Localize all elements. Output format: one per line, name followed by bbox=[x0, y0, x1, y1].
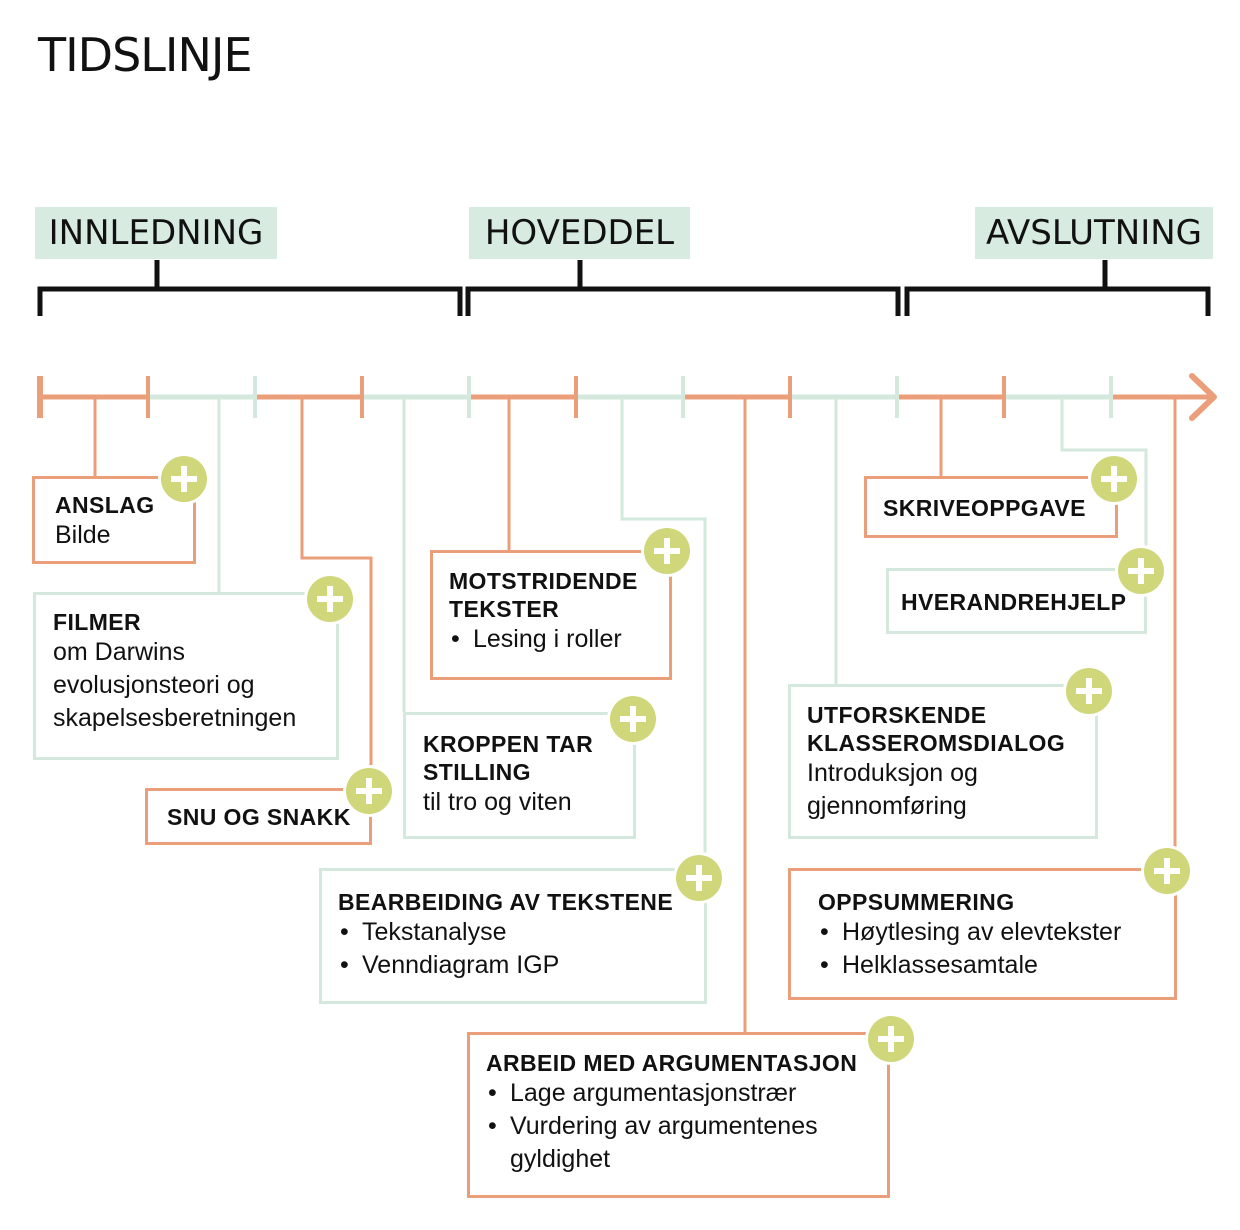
phase-brackets bbox=[37, 260, 1211, 316]
bullet-item: Lage argumentasjonstrær bbox=[486, 1077, 856, 1110]
activity-text: Bilde bbox=[55, 521, 111, 549]
connector-bearbeiding bbox=[620, 399, 707, 868]
activity-heading: UTFORSKENDE bbox=[807, 702, 987, 728]
activity-snu-og-snakk: SNU OG SNAKK bbox=[145, 788, 372, 845]
plus-icon[interactable] bbox=[1091, 456, 1137, 502]
activity-heading: HVERANDREHJELP bbox=[901, 589, 1127, 615]
bullet-item: Venndiagram IGP bbox=[338, 949, 704, 982]
activity-heading: SNU OG SNAKK bbox=[167, 804, 351, 830]
activity-heading: STILLING bbox=[423, 759, 531, 785]
bracket-innledning bbox=[37, 260, 463, 316]
activity-heading: FILMER bbox=[53, 609, 141, 635]
activity-skriveoppgave: SKRIVEOPPGAVE bbox=[864, 476, 1118, 538]
bullet-list: Tekstanalyse Venndiagram IGP bbox=[338, 916, 704, 982]
plus-icon[interactable] bbox=[644, 528, 690, 574]
arrow-right-icon bbox=[1189, 373, 1217, 421]
bullet-list: Lesing i roller bbox=[449, 623, 669, 656]
activity-utforskende-klasseromsdialog: UTFORSKENDE KLASSEROMSDIALOG Introduksjo… bbox=[788, 684, 1098, 839]
bullet-item: Tekstanalyse bbox=[338, 916, 704, 949]
activity-kroppen-tar-stilling: KROPPEN TAR STILLING til tro og viten bbox=[403, 712, 636, 839]
timeline-axis bbox=[40, 373, 1217, 421]
activity-text: Introduksjon og bbox=[807, 759, 978, 787]
activity-text: gjennomføring bbox=[807, 792, 967, 820]
bullet-item: Helklassesamtale bbox=[818, 949, 1174, 982]
activity-heading: MOTSTRIDENDE bbox=[449, 568, 638, 594]
timeline-ticks bbox=[37, 376, 1113, 418]
plus-icon[interactable] bbox=[1118, 548, 1164, 594]
plus-icon[interactable] bbox=[676, 855, 722, 901]
bullet-item: Vurdering av argumentenes gyldighet bbox=[486, 1110, 856, 1176]
activity-filmer: FILMER om Darwins evolusjonsteori og ska… bbox=[33, 592, 339, 760]
activity-text: evolusjonsteori og bbox=[53, 671, 255, 699]
activity-arbeid-med-argumentasjon: ARBEID MED ARGUMENTASJON Lage argumentas… bbox=[467, 1032, 890, 1198]
page-title: TIDSLINJE bbox=[38, 28, 253, 82]
activity-heading: ANSLAG bbox=[55, 492, 155, 518]
connector-lines bbox=[93, 399, 1177, 1032]
activity-motstridende-tekster: MOTSTRIDENDE TEKSTER Lesing i roller bbox=[430, 550, 672, 680]
bracket-hoveddel bbox=[465, 260, 901, 316]
activity-text: om Darwins bbox=[53, 638, 185, 666]
plus-icon[interactable] bbox=[1144, 848, 1190, 894]
bullet-list: Høytlesing av elevtekster Helklassesamta… bbox=[818, 916, 1174, 982]
activity-bearbeiding-av-tekstene: BEARBEIDING AV TEKSTENE Tekstanalyse Ven… bbox=[319, 868, 707, 1004]
plus-icon[interactable] bbox=[161, 456, 207, 502]
plus-icon[interactable] bbox=[868, 1016, 914, 1062]
connector-hverandrehjelp bbox=[1060, 399, 1148, 568]
plus-icon[interactable] bbox=[307, 576, 353, 622]
activity-text: skapelsesberetningen bbox=[53, 704, 297, 732]
activity-heading: KROPPEN TAR bbox=[423, 731, 594, 757]
activity-hverandrehjelp: HVERANDREHJELP bbox=[886, 568, 1147, 634]
activity-oppsummering: OPPSUMMERING Høytlesing av elevtekster H… bbox=[788, 868, 1177, 1000]
phase-label-hoveddel: HOVEDDEL bbox=[469, 207, 690, 259]
activity-heading: SKRIVEOPPGAVE bbox=[883, 495, 1086, 521]
bullet-item: Høytlesing av elevtekster bbox=[818, 916, 1174, 949]
activity-heading: ARBEID MED ARGUMENTASJON bbox=[486, 1050, 858, 1076]
phase-label-innledning: INNLEDNING bbox=[35, 207, 277, 259]
activity-text: til tro og viten bbox=[423, 788, 572, 816]
phase-label-avslutning: AVSLUTNING bbox=[975, 207, 1213, 259]
connector-snu bbox=[300, 399, 373, 788]
activity-heading: TEKSTER bbox=[449, 596, 560, 622]
activity-heading: BEARBEIDING AV TEKSTENE bbox=[338, 889, 674, 915]
bullet-list: Lage argumentasjonstrær Vurdering av arg… bbox=[486, 1077, 856, 1176]
activity-heading: KLASSEROMSDIALOG bbox=[807, 730, 1066, 756]
activity-heading: OPPSUMMERING bbox=[818, 889, 1015, 915]
bracket-avslutning bbox=[904, 260, 1211, 316]
plus-icon[interactable] bbox=[346, 768, 392, 814]
bullet-item: Lesing i roller bbox=[449, 623, 669, 656]
plus-icon[interactable] bbox=[1066, 668, 1112, 714]
plus-icon[interactable] bbox=[610, 696, 656, 742]
